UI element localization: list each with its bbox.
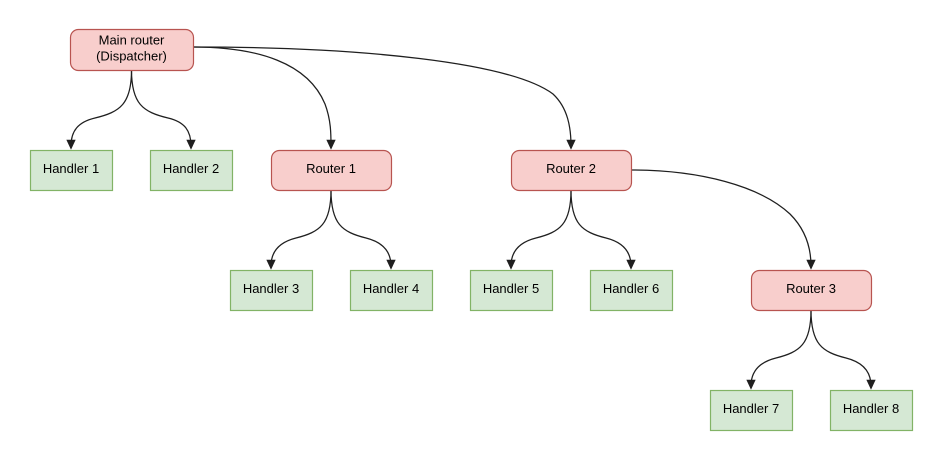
- node-label: Router 1: [306, 161, 356, 176]
- edge-router-3-to-handler-7[interactable]: [746, 309, 812, 390]
- router-box: [750, 269, 873, 312]
- edge-line: [330, 189, 392, 267]
- node-label: Handler 2: [163, 161, 219, 176]
- arrowhead-icon: [506, 259, 516, 270]
- handler-box: [829, 389, 914, 432]
- edge-main-router-to-handler-1[interactable]: [66, 69, 133, 150]
- edge-router-2-to-handler-5[interactable]: [506, 189, 572, 270]
- handler-box: [29, 149, 114, 192]
- nodes-layer: Main router(Dispatcher) Handler 1 Handler …: [29, 28, 914, 432]
- node-label: Handler 4: [363, 281, 419, 296]
- node-handler-2[interactable]: Handler 2: [149, 149, 234, 192]
- router-box: [270, 149, 393, 192]
- edge-line: [130, 69, 192, 147]
- router-box: [69, 28, 195, 72]
- node-handler-5[interactable]: Handler 5: [469, 269, 554, 312]
- arrowhead-icon: [566, 139, 576, 150]
- edge-line: [510, 189, 572, 267]
- node-main-router[interactable]: Main router(Dispatcher): [69, 28, 195, 72]
- arrowhead-icon: [866, 379, 876, 390]
- edge-router-1-to-handler-4[interactable]: [330, 189, 396, 270]
- router-box: [510, 149, 633, 192]
- handler-box: [469, 269, 554, 312]
- handler-box: [149, 149, 234, 192]
- node-handler-1[interactable]: Handler 1: [29, 149, 114, 192]
- arrowhead-icon: [266, 259, 276, 270]
- node-handler-4[interactable]: Handler 4: [349, 269, 434, 312]
- edge-line: [810, 309, 872, 387]
- node-label: Handler 8: [843, 401, 899, 416]
- node-handler-6[interactable]: Handler 6: [589, 269, 674, 312]
- node-label: Handler 5: [483, 281, 539, 296]
- edge-router-2-to-handler-6[interactable]: [570, 189, 636, 270]
- handler-box: [229, 269, 314, 312]
- edge-router-2-to-router-3[interactable]: [630, 169, 816, 270]
- edge-line: [192, 46, 332, 147]
- node-label: Main router(Dispatcher): [96, 33, 167, 64]
- handler-box: [709, 389, 794, 432]
- edge-line: [270, 189, 332, 267]
- arrowhead-icon: [806, 259, 816, 270]
- node-label: Router 3: [786, 281, 836, 296]
- arrowhead-icon: [66, 139, 76, 150]
- edge-main-router-to-handler-2[interactable]: [130, 69, 196, 150]
- edge-line: [630, 169, 812, 267]
- node-label: Handler 3: [243, 281, 299, 296]
- edge-line: [570, 189, 632, 267]
- edge-main-router-to-router-1[interactable]: [192, 46, 336, 150]
- handler-box: [349, 269, 434, 312]
- arrowhead-icon: [386, 259, 396, 270]
- arrowhead-icon: [626, 259, 636, 270]
- edge-line: [750, 309, 812, 387]
- edge-main-router-to-router-2[interactable]: [192, 46, 576, 150]
- edge-router-1-to-handler-3[interactable]: [266, 189, 332, 270]
- edge-line: [192, 46, 572, 147]
- node-router-2[interactable]: Router 2: [510, 149, 633, 192]
- node-label: Router 2: [546, 161, 596, 176]
- node-label: Handler 1: [43, 161, 99, 176]
- edge-router-3-to-handler-8[interactable]: [810, 309, 876, 390]
- edges-layer: [66, 46, 876, 390]
- arrowhead-icon: [186, 139, 196, 150]
- node-handler-8[interactable]: Handler 8: [829, 389, 914, 432]
- edge-line: [70, 69, 133, 147]
- handler-box: [589, 269, 674, 312]
- node-router-1[interactable]: Router 1: [270, 149, 393, 192]
- node-router-3[interactable]: Router 3: [750, 269, 873, 312]
- node-label: Handler 6: [603, 281, 659, 296]
- arrowhead-icon: [326, 139, 336, 150]
- node-handler-7[interactable]: Handler 7: [709, 389, 794, 432]
- node-label: Handler 7: [723, 401, 779, 416]
- arrowhead-icon: [746, 379, 756, 390]
- node-handler-3[interactable]: Handler 3: [229, 269, 314, 312]
